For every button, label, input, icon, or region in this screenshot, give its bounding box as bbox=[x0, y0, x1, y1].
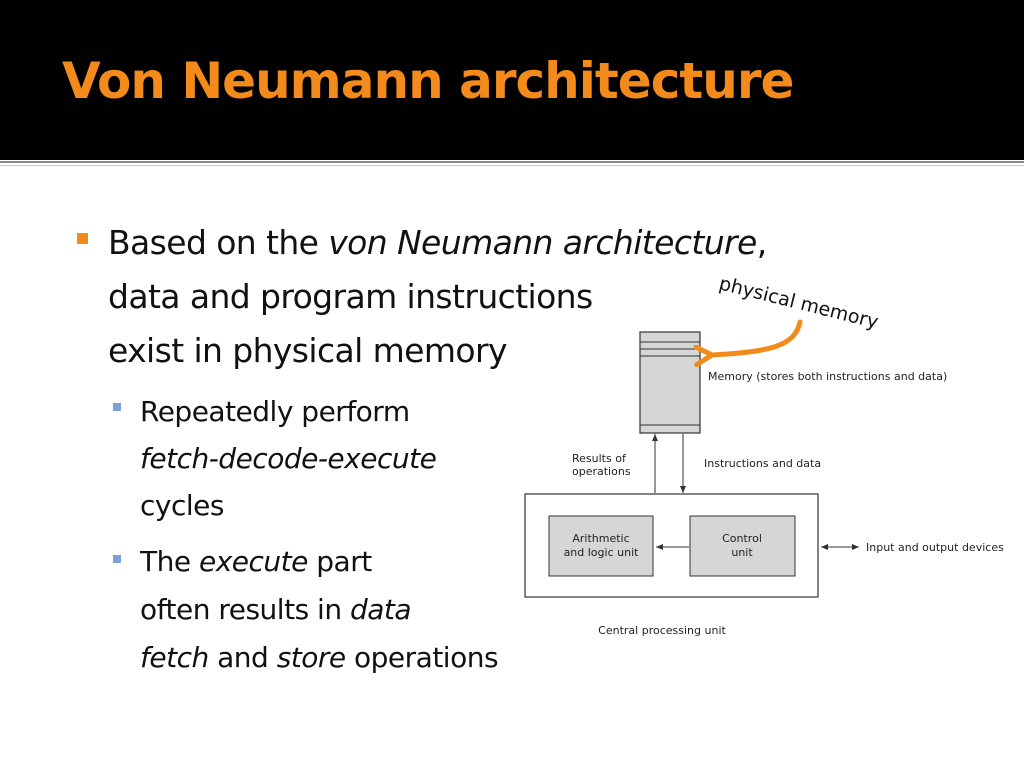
bullet-text: , bbox=[756, 223, 767, 262]
emphasis-text: fetch bbox=[140, 641, 209, 674]
sub-bullet-execute-part: The execute part often results in data f… bbox=[140, 538, 600, 682]
bullet-line: Repeatedly perform bbox=[140, 395, 410, 428]
memory-block bbox=[639, 331, 701, 434]
bullet-line: exist in physical memory bbox=[108, 331, 507, 370]
bullet-text: often results in bbox=[140, 593, 350, 626]
emphasis-text: data bbox=[349, 593, 412, 626]
bullet-line: Based on the von Neumann architecture, bbox=[108, 216, 767, 270]
bullet-text: Based on the bbox=[108, 223, 329, 262]
results-label: Results of bbox=[572, 452, 627, 465]
header-divider bbox=[0, 161, 1024, 163]
instructions-label: Instructions and data bbox=[704, 457, 821, 470]
emphasis-text: execute bbox=[198, 545, 308, 578]
control-unit-block bbox=[689, 515, 796, 577]
bullet-line: often results in data bbox=[140, 586, 600, 634]
cpu-label: Central processing unit bbox=[598, 624, 726, 637]
emphasis-text: store bbox=[276, 641, 346, 674]
alu-label: and logic unit bbox=[564, 546, 640, 559]
bullet-text: part bbox=[307, 545, 372, 578]
io-label: Input and output devices bbox=[866, 541, 1004, 554]
emphasis-text: von Neumann architecture bbox=[328, 223, 757, 262]
bullet-text: The bbox=[140, 545, 199, 578]
bullet-marker-square bbox=[77, 233, 88, 244]
memory-label: Memory (stores both instructions and dat… bbox=[708, 370, 947, 383]
bullet-line: fetch and store operations bbox=[140, 634, 600, 682]
alu-block bbox=[548, 515, 654, 577]
control-unit-label: Control bbox=[722, 532, 762, 545]
sub-bullet-fetch-decode-execute: Repeatedly perform fetch-decode-execute … bbox=[140, 388, 520, 529]
emphasis-text: fetch-decode-execute bbox=[140, 442, 437, 475]
bullet-line: data and program instructions bbox=[108, 277, 593, 316]
alu-label: Arithmetic bbox=[572, 532, 629, 545]
bullet-line: cycles bbox=[140, 489, 224, 522]
control-unit-label: unit bbox=[731, 546, 753, 559]
bullet-von-neumann: Based on the von Neumann architecture, d… bbox=[108, 216, 767, 378]
bullet-line: The execute part bbox=[140, 538, 600, 586]
callout-arrow bbox=[712, 319, 803, 355]
header-divider-thin bbox=[0, 165, 1024, 166]
slide-title: Von Neumann architecture bbox=[62, 52, 794, 110]
sub-bullet-marker-square bbox=[113, 403, 121, 411]
bullet-text: operations bbox=[345, 641, 499, 674]
results-label: operations bbox=[572, 465, 631, 478]
bullet-text: and bbox=[208, 641, 277, 674]
sub-bullet-marker-square bbox=[113, 555, 121, 563]
title-bar: Von Neumann architecture bbox=[0, 0, 1024, 160]
